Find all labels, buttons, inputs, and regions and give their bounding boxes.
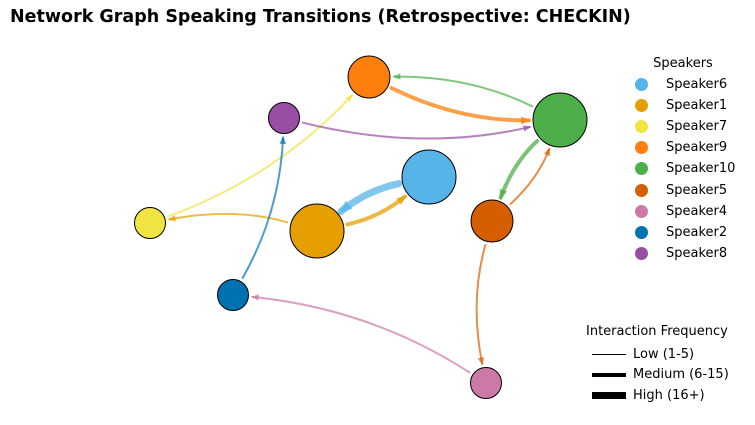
legend-line-sample bbox=[592, 353, 626, 355]
edges-layer bbox=[167, 73, 551, 374]
legend-label: Speaker2 bbox=[666, 224, 728, 240]
edge-speaker1-to-speaker6 bbox=[345, 194, 407, 227]
legend-label: Speaker7 bbox=[666, 119, 728, 135]
edge-speaker9-to-speaker10 bbox=[389, 86, 531, 125]
node-speaker9[interactable] bbox=[347, 55, 391, 99]
node-speaker10[interactable] bbox=[532, 92, 588, 148]
edge-speaker1-to-speaker7 bbox=[167, 212, 289, 224]
legend-item-speaker9: Speaker9 bbox=[630, 137, 740, 158]
edge-speaker8-to-speaker10 bbox=[301, 121, 532, 140]
edge-speaker10-to-speaker5 bbox=[498, 139, 540, 200]
legend-marker bbox=[635, 225, 648, 239]
node-speaker7[interactable] bbox=[134, 207, 166, 239]
legend-item-speaker1: Speaker1 bbox=[630, 95, 740, 116]
legend-label: High (16+) bbox=[633, 387, 705, 403]
legend-item-medium: Medium (6-15) bbox=[586, 365, 746, 386]
legend-marker bbox=[635, 246, 648, 260]
legend-marker bbox=[635, 183, 648, 197]
legend-label: Low (1-5) bbox=[633, 346, 695, 362]
chart-title: Network Graph Speaking Transitions (Retr… bbox=[10, 7, 631, 27]
node-speaker2[interactable] bbox=[217, 279, 249, 311]
legend-label: Speaker4 bbox=[666, 203, 728, 219]
edge-speaker5-to-speaker4 bbox=[475, 244, 487, 366]
legend-item-speaker4: Speaker4 bbox=[630, 201, 740, 222]
legend-label: Speaker6 bbox=[666, 77, 728, 93]
legend-label: Speaker8 bbox=[666, 245, 728, 261]
legend-label: Speaker9 bbox=[666, 140, 728, 156]
node-speaker5[interactable] bbox=[470, 199, 514, 243]
legend-marker bbox=[635, 162, 648, 176]
legend-item-speaker6: Speaker6 bbox=[630, 74, 740, 95]
legend-marker bbox=[635, 204, 648, 218]
nodes-layer bbox=[134, 55, 588, 399]
node-speaker8[interactable] bbox=[268, 102, 300, 134]
legend-item-speaker8: Speaker8 bbox=[630, 243, 740, 264]
edge-speaker10-to-speaker9 bbox=[392, 73, 534, 108]
legend-marker bbox=[635, 141, 648, 155]
edge-speaker6-to-speaker1 bbox=[337, 180, 403, 215]
legend-item-speaker10: Speaker10 bbox=[630, 158, 740, 179]
edge-speaker2-to-speaker8 bbox=[241, 135, 287, 279]
legend-line-sample bbox=[592, 373, 626, 377]
legend-item-speaker2: Speaker2 bbox=[630, 222, 740, 243]
legend-item-low: Low (1-5) bbox=[586, 344, 746, 365]
speakers-legend-title: Speakers bbox=[653, 56, 713, 71]
legend-label: Medium (6-15) bbox=[633, 367, 729, 383]
legend-line-sample bbox=[592, 391, 626, 399]
legend-label: Speaker1 bbox=[666, 98, 728, 114]
node-speaker1[interactable] bbox=[289, 203, 345, 259]
legend-item-high: High (16+) bbox=[586, 385, 746, 406]
legend-marker bbox=[635, 120, 648, 134]
node-speaker4[interactable] bbox=[470, 367, 502, 399]
node-speaker6[interactable] bbox=[401, 149, 457, 205]
frequency-legend: Interaction Frequency Low (1-5) Medium (6… bbox=[586, 324, 746, 406]
legend-item-speaker5: Speaker5 bbox=[630, 179, 740, 200]
legend-marker bbox=[635, 78, 648, 92]
legend-marker bbox=[635, 99, 648, 113]
edge-speaker5-to-speaker10 bbox=[509, 147, 551, 206]
legend-label: Speaker10 bbox=[666, 161, 736, 177]
legend-label: Speaker5 bbox=[666, 182, 728, 198]
frequency-legend-title: Interaction Frequency bbox=[586, 324, 728, 339]
legend-item-speaker7: Speaker7 bbox=[630, 116, 740, 137]
edge-speaker7-to-speaker9 bbox=[167, 94, 354, 218]
edge-speaker4-to-speaker2 bbox=[250, 294, 471, 374]
